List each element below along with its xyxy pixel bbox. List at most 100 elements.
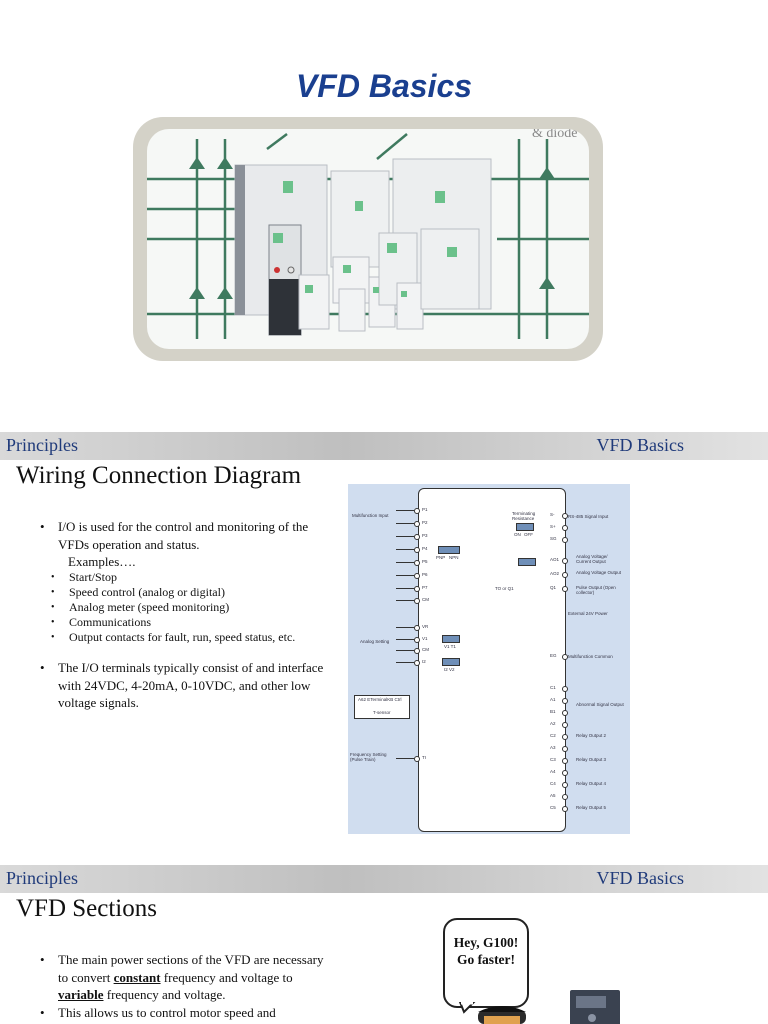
label-i2v2: I2 V2 xyxy=(444,667,455,672)
terminal-label: P4 xyxy=(422,546,428,551)
label-multifunction-common: Multifunction Common xyxy=(568,654,613,659)
slide3-header-title: VFD Basics xyxy=(596,868,684,888)
terminal-label: A2 xyxy=(550,721,556,726)
terminal-point xyxy=(562,572,568,578)
terminal-point xyxy=(414,534,420,540)
terminal-point xyxy=(414,521,420,527)
slide3-bullet-list: The main power sections of the VFD are n… xyxy=(38,951,328,1021)
terminal-point xyxy=(562,758,568,764)
termination-switch xyxy=(516,523,534,531)
terminal-wire xyxy=(396,549,414,550)
terminal-point xyxy=(414,660,420,666)
slide2-header-bar xyxy=(0,432,768,460)
terminal-label: A1 xyxy=(550,697,556,702)
terminal-point xyxy=(562,525,568,531)
cartoon-character xyxy=(478,1006,526,1024)
label-npn: NPN xyxy=(449,555,459,560)
terminal-label: A5 xyxy=(550,793,556,798)
label-analog-setting: Analog Setting xyxy=(360,639,390,644)
terminal-label: VR xyxy=(422,624,429,629)
label-on: ON xyxy=(514,532,521,537)
terminal-label: P2 xyxy=(422,520,428,525)
label-pulse-output: Pulse Output (Open collector) xyxy=(576,585,616,595)
terminal-point xyxy=(562,513,568,519)
terminal-wire xyxy=(396,536,414,537)
terminal-point xyxy=(562,746,568,752)
terminal-point xyxy=(562,586,568,592)
speech-bubble-text: Hey, G100! Go faster! xyxy=(453,935,519,967)
label-relay-output-3: Relay Output 3 xyxy=(576,757,607,762)
label-multifunction-input: Multifunction Input xyxy=(352,513,389,518)
example-item: Start/Stop xyxy=(38,570,338,585)
label-off: OFF xyxy=(524,532,533,537)
slide3-header-section: Principles xyxy=(6,868,78,888)
terminal-label: P5 xyxy=(422,559,428,564)
terminal-label: Q1 xyxy=(550,585,557,590)
v1-t1-switch xyxy=(442,635,460,643)
terminal-point xyxy=(562,558,568,564)
terminal-label: V1 xyxy=(422,636,428,641)
ao-switch xyxy=(518,558,536,566)
bullet-text-mid: frequency and voltage to xyxy=(160,969,293,985)
example-item: Output contacts for fault, run, speed st… xyxy=(38,630,338,645)
vfd-product-illustration: & diode xyxy=(147,129,589,339)
speech-bubble: Hey, G100! Go faster! xyxy=(443,918,529,1008)
terminal-wire xyxy=(396,523,414,524)
terminal-label: I2 xyxy=(422,659,426,664)
terminal-wire xyxy=(396,562,414,563)
bullet-io-terminals: The I/O terminals typically consist of a… xyxy=(38,659,338,712)
label-external-24v: External 24V Power xyxy=(568,611,608,616)
terminal-label: S- xyxy=(550,512,555,517)
terminal-point xyxy=(562,770,568,776)
terminal-wire xyxy=(396,650,414,651)
terminal-wire xyxy=(396,639,414,640)
terminal-point xyxy=(562,782,568,788)
terminal-label: A4 xyxy=(550,769,556,774)
thermistor-box: A62 ETerminalKB Ctrl T-sensor xyxy=(354,695,410,719)
label-rs485: RS-485 Signal Input xyxy=(568,514,609,519)
terminal-point xyxy=(562,722,568,728)
label-thermistor: T-sensor xyxy=(373,710,391,715)
terminal-point xyxy=(562,537,568,543)
example-item: Communications xyxy=(38,615,338,630)
terminal-point xyxy=(414,573,420,579)
slide2-header-section: Principles xyxy=(6,435,78,455)
terminal-label: AO2 xyxy=(550,571,560,576)
slide2-bullet-list: I/O is used for the control and monitori… xyxy=(38,518,338,712)
pnp-npn-switch xyxy=(438,546,460,554)
terminal-point xyxy=(562,710,568,716)
label-relay-output-4: Relay Output 4 xyxy=(576,781,607,786)
terminal-point xyxy=(414,560,420,566)
terminal-point xyxy=(414,547,420,553)
vfd-product-image: & diode xyxy=(147,129,589,349)
terminal-point xyxy=(562,806,568,812)
bullet-motor-speed: This allows us to control motor speed an… xyxy=(38,1004,328,1022)
emphasis-constant: constant xyxy=(113,969,161,985)
terminal-wire xyxy=(396,600,414,601)
terminal-point xyxy=(562,794,568,800)
terminal-point xyxy=(414,648,420,654)
examples-label: Examples…. xyxy=(68,554,136,569)
terminal-label: S+ xyxy=(550,524,556,529)
terminal-point xyxy=(414,625,420,631)
terminal-wire xyxy=(396,627,414,628)
emphasis-variable: variable xyxy=(58,987,104,1002)
terminal-point xyxy=(562,698,568,704)
example-item: Analog meter (speed monitoring) xyxy=(38,600,338,615)
label-analog-voltage-current: Analog Voltage/ Current Output xyxy=(576,554,608,564)
terminal-label: P3 xyxy=(422,533,428,538)
example-item: Speed control (analog or digital) xyxy=(38,585,338,600)
terminal-wire xyxy=(396,588,414,589)
label-frequency-setting: Frequency Setting (Pulse Train) xyxy=(350,752,387,762)
slide3-title: VFD Sections xyxy=(16,895,157,922)
terminal-label: C4 xyxy=(550,781,556,786)
label-pnp: PNP xyxy=(436,555,446,560)
terminal-point xyxy=(562,734,568,740)
terminal-point xyxy=(562,654,568,660)
speech-bubble-tail xyxy=(458,1002,476,1014)
slide3-header-bar xyxy=(0,865,768,893)
terminal-label: CM xyxy=(422,597,429,602)
terminal-point xyxy=(414,598,420,604)
terminal-label: CM xyxy=(422,647,429,652)
